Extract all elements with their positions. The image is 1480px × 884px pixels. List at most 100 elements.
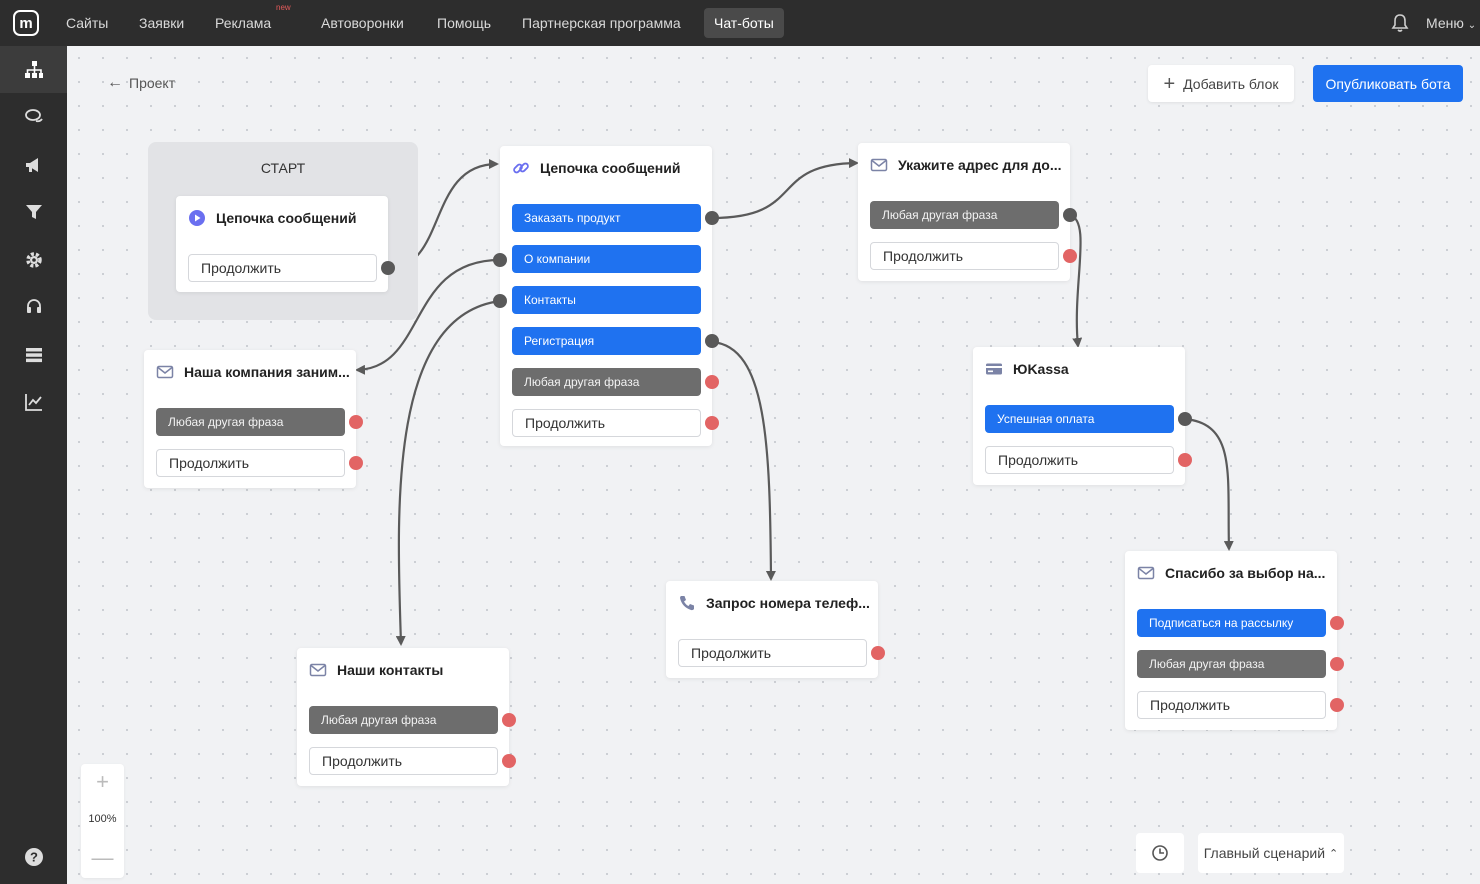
sidebar-item-structure[interactable]: [0, 46, 67, 93]
node-title: Наша компания заним...: [184, 364, 350, 380]
logo-icon[interactable]: m: [13, 10, 39, 36]
button-about-company[interactable]: О компании: [512, 245, 701, 273]
output-port[interactable]: [1178, 412, 1192, 426]
output-port[interactable]: [1178, 453, 1192, 467]
nav-help[interactable]: Помощь: [437, 15, 492, 31]
sidebar-item-mailings[interactable]: [0, 141, 67, 188]
zoom-level: 100%: [88, 813, 117, 825]
zoom-controls: + 100% —: [81, 764, 124, 878]
phone-request-node[interactable]: Запрос номера телеф... Продолжить: [666, 581, 885, 678]
history-button[interactable]: [1136, 833, 1184, 873]
output-port[interactable]: [1330, 616, 1344, 630]
sidebar-item-database[interactable]: [0, 331, 67, 378]
megaphone-icon: [25, 157, 38, 172]
button-contacts[interactable]: Контакты: [512, 286, 701, 314]
node-title: Цепочка сообщений: [216, 210, 357, 226]
output-port[interactable]: [705, 211, 719, 225]
output-port[interactable]: [1330, 698, 1344, 712]
any-phrase-row[interactable]: Любая другая фраза: [156, 408, 345, 436]
input-port[interactable]: [493, 253, 507, 267]
plus-icon: +: [1163, 72, 1176, 95]
sidebar-item-support[interactable]: [0, 283, 67, 330]
output-port[interactable]: [502, 754, 516, 768]
nav-autofunnels[interactable]: Автоворонки: [321, 15, 404, 31]
chat-icon: [24, 108, 43, 122]
clock-icon: [1152, 845, 1168, 861]
address-node[interactable]: Укажите адрес для до... Любая другая фра…: [858, 143, 1077, 281]
sidebar-item-help[interactable]: ?: [0, 833, 67, 880]
continue-button[interactable]: Продолжить: [512, 409, 701, 437]
continue-button[interactable]: Продолжить: [985, 446, 1174, 474]
nav-sites[interactable]: Сайты: [66, 15, 109, 31]
filter-icon: [25, 204, 42, 219]
bell-icon[interactable]: [1391, 13, 1409, 33]
sidebar-item-analytics[interactable]: [0, 378, 67, 425]
node-title: Наши контакты: [337, 662, 444, 678]
output-port[interactable]: [705, 375, 719, 389]
phone-icon: [680, 596, 694, 611]
edge-contacts-button-to-contacts-node: [395, 299, 501, 646]
sidebar-item-funnels[interactable]: [0, 188, 67, 235]
continue-button[interactable]: Продолжить: [309, 747, 498, 775]
back-to-project-link[interactable]: ← Проект: [107, 74, 175, 92]
our-contacts-node[interactable]: Наши контакты Любая другая фраза Продолж…: [297, 648, 516, 786]
sidebar-item-settings[interactable]: [0, 236, 67, 283]
publish-bot-button[interactable]: Опубликовать бота: [1313, 65, 1463, 102]
headset-icon: [26, 298, 41, 313]
thanks-node[interactable]: Спасибо за выбор на... Подписаться на ра…: [1125, 551, 1344, 730]
nav-partner-program[interactable]: Партнерская программа: [522, 15, 681, 31]
output-port[interactable]: [381, 261, 395, 275]
sidebar-item-chats[interactable]: [0, 93, 67, 140]
flow-canvas[interactable]: ← Проект + Добавить блок Опубликовать бо…: [67, 46, 1480, 884]
any-phrase-row[interactable]: Любая другая фраза: [512, 368, 701, 396]
any-phrase-row[interactable]: Любая другая фраза: [309, 706, 498, 734]
nav-requests[interactable]: Заявки: [139, 15, 185, 31]
nav-chatbots[interactable]: Чат-боты: [704, 8, 784, 38]
button-registration[interactable]: Регистрация: [512, 327, 701, 355]
connection-lines: [355, 158, 1234, 646]
menu-dropdown[interactable]: Меню ⌄: [1426, 8, 1476, 38]
database-icon: [25, 347, 42, 362]
add-block-button[interactable]: + Добавить блок: [1148, 65, 1294, 102]
node-header: Наша компания заним...: [156, 350, 350, 394]
continue-button[interactable]: Продолжить: [188, 254, 377, 282]
output-port[interactable]: [705, 334, 719, 348]
menu-label: Меню: [1426, 15, 1464, 31]
chain-node[interactable]: Цепочка сообщений Заказать продукт О ком…: [493, 146, 719, 446]
output-port[interactable]: [1330, 657, 1344, 671]
output-port[interactable]: [871, 646, 885, 660]
continue-button[interactable]: Продолжить: [870, 242, 1059, 270]
back-label: Проект: [129, 75, 176, 91]
gear-icon: [25, 251, 42, 268]
button-successful-payment[interactable]: Успешная оплата: [985, 405, 1174, 433]
nav-ads[interactable]: Реклама: [215, 15, 272, 31]
about-company-node[interactable]: Наша компания заним... Любая другая фраз…: [144, 350, 363, 488]
output-port[interactable]: [1063, 249, 1077, 263]
edge-address-to-yookassa: [1069, 213, 1083, 348]
play-icon: [189, 210, 205, 226]
start-node[interactable]: Цепочка сообщений Продолжить: [176, 196, 395, 292]
chevron-up-icon: ⌃: [1329, 847, 1339, 860]
node-header: Цепочка сообщений: [512, 146, 680, 190]
zoom-out-button[interactable]: —: [91, 845, 114, 870]
input-port[interactable]: [493, 294, 507, 308]
scenario-label: Главный сценарий: [1203, 845, 1326, 861]
output-port[interactable]: [705, 416, 719, 430]
output-port[interactable]: [1063, 208, 1077, 222]
any-phrase-row[interactable]: Любая другая фраза: [1137, 650, 1326, 678]
output-port[interactable]: [502, 713, 516, 727]
envelope-icon: [870, 158, 888, 172]
continue-button[interactable]: Продолжить: [678, 639, 867, 667]
zoom-in-button[interactable]: +: [96, 769, 109, 794]
button-order-product[interactable]: Заказать продукт: [512, 204, 701, 232]
svg-text:?: ?: [30, 849, 38, 864]
continue-button[interactable]: Продолжить: [1137, 691, 1326, 719]
button-subscribe[interactable]: Подписаться на рассылку: [1137, 609, 1326, 637]
any-phrase-row[interactable]: Любая другая фраза: [870, 201, 1059, 229]
yookassa-node[interactable]: ЮKassa Успешная оплата Продолжить: [973, 347, 1192, 485]
output-port[interactable]: [349, 415, 363, 429]
new-badge: new: [276, 3, 291, 12]
scenario-selector[interactable]: Главный сценарий ⌃: [1198, 833, 1344, 873]
output-port[interactable]: [349, 456, 363, 470]
continue-button[interactable]: Продолжить: [156, 449, 345, 477]
